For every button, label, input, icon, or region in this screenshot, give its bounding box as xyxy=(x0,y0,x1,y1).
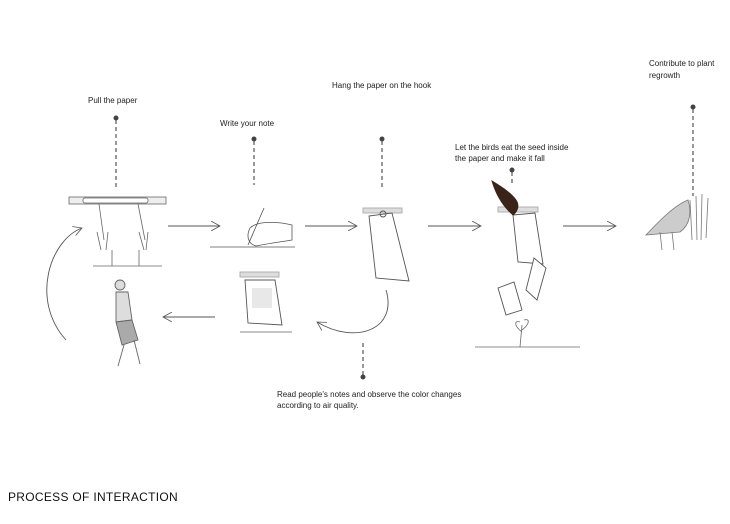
walking-person-illustration xyxy=(114,279,141,367)
step-read-label-2: according to air quality. xyxy=(277,401,359,410)
hanging-paper-illustration xyxy=(362,207,410,282)
arrow-loop-hang xyxy=(317,289,389,334)
reading-paper-illustration xyxy=(239,271,292,333)
bird-plant-illustration xyxy=(644,193,709,251)
dot-birds xyxy=(509,167,515,173)
step-birds-label-1: Let the birds eat the seed inside xyxy=(455,143,569,152)
dot-write xyxy=(251,136,257,142)
roller-illustration xyxy=(68,196,167,267)
dot-pull xyxy=(113,115,119,121)
diagram-title: PROCESS OF INTERACTION xyxy=(8,490,178,504)
step-read-label-1: Read people's notes and observe the colo… xyxy=(277,390,462,399)
arrow-loop-left xyxy=(46,228,82,341)
step-plant-label-1: Contribute to plant xyxy=(649,59,715,68)
sprout-illustration xyxy=(475,319,580,348)
writing-hand-illustration xyxy=(210,207,295,248)
bird-paper-illustration xyxy=(491,179,547,316)
bird-icon xyxy=(491,179,519,216)
step-birds-label-2: the paper and make it fall xyxy=(455,154,545,163)
dot-hang xyxy=(379,136,385,142)
step-hang-label: Hang the paper on the hook xyxy=(332,81,432,90)
step-plant-label-2: regrowth xyxy=(649,71,681,80)
step-pull-label: Pull the paper xyxy=(88,96,138,105)
step-write-label: Write your note xyxy=(220,119,275,128)
dot-read xyxy=(360,374,366,380)
dot-plant xyxy=(690,104,696,110)
